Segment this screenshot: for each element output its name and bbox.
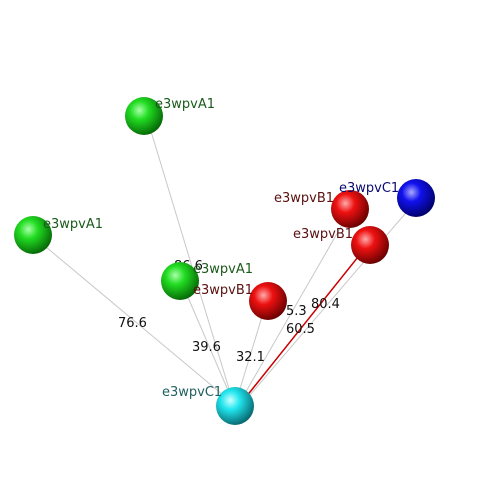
- atom-label-a2: e3wpvA1: [43, 217, 103, 232]
- atom-sphere-c1[interactable]: [397, 179, 435, 217]
- atom-sphere-a3[interactable]: [161, 262, 199, 300]
- distance-label-b3: 32.1: [236, 350, 265, 365]
- atom-label-b2: e3wpvB1: [293, 227, 353, 242]
- bond-line-b3-c2[interactable]: [235, 309, 265, 403]
- distance-label-c1: 80.4: [311, 297, 340, 312]
- atoms-layer: [14, 97, 435, 425]
- distance-label-b1: 5.3: [286, 304, 307, 319]
- atom-label-a3: e3wpvA1: [193, 262, 253, 277]
- atom-label-b3: e3wpvB1: [193, 283, 253, 298]
- atom-label-a1: e3wpvA1: [155, 97, 215, 112]
- distance-label-a2: 76.6: [118, 316, 147, 331]
- bond-line-a1-c2[interactable]: [149, 127, 234, 403]
- bond-line-a3-c2[interactable]: [183, 287, 234, 403]
- atom-sphere-a1[interactable]: [125, 97, 163, 135]
- bond-line-b1-c2[interactable]: [239, 217, 347, 403]
- atom-sphere-a2[interactable]: [14, 216, 52, 254]
- bond-line-a2-c2[interactable]: [39, 241, 230, 401]
- distance-labels: 86.6 76.6 39.6 32.1 5.3 60.5 80.4: [118, 259, 340, 365]
- atom-sphere-b2[interactable]: [351, 226, 389, 264]
- atom-label-c2: e3wpvC1: [162, 385, 222, 400]
- distance-label-a3: 39.6: [192, 340, 221, 355]
- atom-sphere-b1[interactable]: [331, 190, 369, 228]
- atom-sphere-c2[interactable]: [216, 387, 254, 425]
- atom-label-c1: e3wpvC1: [339, 181, 399, 196]
- atom-label-b1: e3wpvB1: [274, 191, 334, 206]
- atom-sphere-b3[interactable]: [249, 282, 287, 320]
- distance-label-b2: 60.5: [286, 322, 315, 337]
- bond-line-b2-c2[interactable]: [241, 251, 363, 403]
- atom-labels: e3wpvA1 e3wpvA1 e3wpvA1 e3wpvB1 e3wpvB1 …: [43, 97, 399, 400]
